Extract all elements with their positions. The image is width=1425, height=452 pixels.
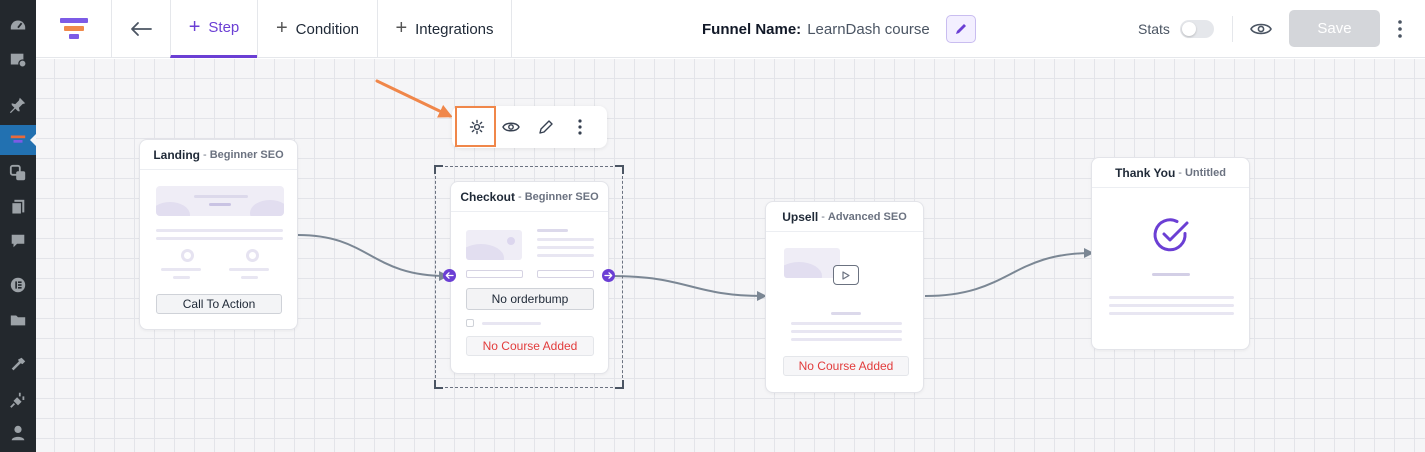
call-to-action-button[interactable]: Call To Action — [156, 294, 282, 314]
step-node-thankyou[interactable]: Thank You - Untitled — [1091, 157, 1250, 350]
placeholder-line — [791, 322, 902, 325]
placeholder-line — [1109, 312, 1234, 315]
stats-label: Stats — [1138, 21, 1170, 37]
more-options-button[interactable] — [1390, 16, 1410, 42]
checkout-image-placeholder — [466, 230, 522, 260]
placeholder-line — [229, 268, 269, 271]
node-header: Checkout - Beginner SEO — [451, 182, 608, 212]
upsell-image-placeholder — [784, 248, 840, 278]
stats-toggle[interactable] — [1179, 20, 1214, 38]
placeholder-line — [791, 338, 902, 341]
plus-icon: + — [395, 17, 408, 39]
video-play-icon — [833, 265, 859, 285]
plus-icon: + — [275, 17, 288, 39]
corner-tr — [615, 165, 624, 174]
step-preview-button[interactable] — [499, 115, 523, 139]
step-node-landing[interactable]: Landing - Beginner SEO Call To Action — [139, 139, 298, 330]
feature-circle — [181, 249, 194, 262]
checkout-field — [466, 270, 523, 278]
node-header: Landing - Beginner SEO — [140, 140, 297, 170]
tab-integrations[interactable]: + Integrations — [377, 0, 512, 58]
tools-icon[interactable] — [0, 350, 36, 380]
placeholder-line — [537, 254, 594, 257]
pencil-icon — [539, 120, 553, 134]
placeholder-line — [1109, 304, 1234, 307]
step-node-checkout[interactable]: Checkout - Beginner SEO No orderbump No … — [450, 181, 609, 374]
placeholder-line — [537, 238, 594, 241]
placeholder-line — [156, 229, 283, 232]
checkout-course-status[interactable]: No Course Added — [466, 336, 594, 356]
checkout-output-handle[interactable] — [602, 269, 615, 282]
placeholder-line — [537, 229, 568, 232]
placeholder-line — [1109, 296, 1234, 299]
placeholder-line — [831, 312, 861, 315]
back-button[interactable] — [112, 0, 170, 58]
builder-topbar: + Step + Condition + Integrations Funnel… — [36, 0, 1425, 58]
corner-bl — [434, 380, 443, 389]
placeholder-line — [791, 330, 902, 333]
checkout-input-handle[interactable] — [443, 269, 456, 282]
checkbox — [466, 319, 474, 327]
comments-icon[interactable] — [0, 226, 36, 256]
funnel-name-value: LearnDash course — [807, 20, 930, 38]
funnel-icon[interactable] — [0, 125, 36, 155]
placeholder-line — [241, 276, 258, 279]
plus-icon: + — [188, 15, 201, 38]
kebab-icon — [1398, 20, 1402, 38]
forms-icon[interactable] — [0, 158, 36, 188]
landing-hero-thumbnail — [156, 186, 284, 216]
node-toolbar — [452, 106, 607, 148]
eye-icon — [502, 122, 520, 132]
funnel-logo-icon — [59, 18, 88, 39]
pencil-icon — [955, 24, 966, 34]
funnel-name-label: Funnel Name: — [702, 20, 802, 38]
gear-icon — [469, 119, 485, 135]
stats-group: Stats — [1138, 0, 1214, 58]
user-icon[interactable] — [0, 418, 36, 448]
step-node-upsell[interactable]: Upsell - Advanced SEO No Course Added — [765, 201, 924, 393]
step-edit-button[interactable] — [534, 115, 558, 139]
placeholder-line — [173, 276, 190, 279]
corner-br — [615, 380, 624, 389]
arrow-left-icon — [445, 272, 454, 279]
check-circle-icon — [1153, 218, 1189, 252]
placeholder-line — [537, 246, 594, 249]
selection-frame — [434, 165, 624, 389]
dashboard-icon[interactable] — [0, 10, 36, 40]
arrow-right-icon — [604, 272, 613, 279]
tab-condition[interactable]: + Condition — [257, 0, 377, 58]
placeholder-line — [156, 237, 283, 240]
tab-step[interactable]: + Step — [170, 0, 257, 58]
step-more-button[interactable] — [568, 115, 592, 139]
topbar-divider — [1232, 16, 1233, 42]
media-icon[interactable] — [0, 45, 36, 75]
save-button[interactable]: Save — [1289, 10, 1380, 47]
corner-tl — [434, 165, 443, 174]
node-header: Upsell - Advanced SEO — [766, 202, 923, 232]
node-header: Thank You - Untitled — [1092, 158, 1249, 188]
checkout-field — [537, 270, 594, 278]
elementor-icon[interactable] — [0, 270, 36, 300]
arrow-left-icon — [131, 22, 152, 36]
plugins-icon[interactable] — [0, 385, 36, 415]
folder-icon[interactable] — [0, 305, 36, 335]
orderbump-button[interactable]: No orderbump — [466, 288, 594, 310]
pages-icon[interactable] — [0, 192, 36, 222]
funnel-name-group: Funnel Name: LearnDash course — [702, 0, 976, 58]
kebab-icon — [578, 119, 582, 135]
brand-logo — [36, 0, 112, 58]
upsell-course-status[interactable]: No Course Added — [783, 356, 909, 376]
eye-icon — [1250, 23, 1272, 35]
placeholder-line — [161, 268, 201, 271]
preview-button[interactable] — [1248, 16, 1274, 42]
placeholder-line — [1152, 273, 1190, 276]
edit-funnel-name-button[interactable] — [945, 15, 976, 43]
placeholder-line — [482, 322, 541, 325]
step-settings-button[interactable] — [465, 115, 489, 139]
wp-admin-sidebar — [0, 0, 36, 452]
pin-icon[interactable] — [0, 90, 36, 120]
feature-circle — [246, 249, 259, 262]
